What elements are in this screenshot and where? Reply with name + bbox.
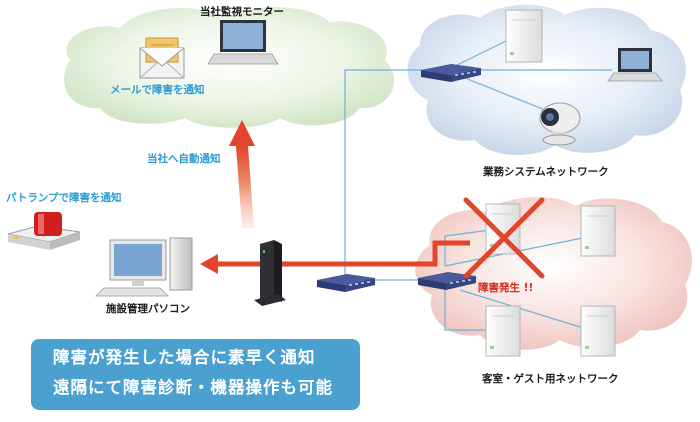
- business-access-point-icon: [505, 9, 543, 63]
- monitor-cloud: [64, 7, 395, 128]
- summary-callout-box: 障害が発生した場合に素早く通知 遠隔にて障害診断・機器操作も可能: [31, 339, 360, 410]
- business-network-cloud: [407, 4, 686, 156]
- up-arrow-head: [229, 120, 255, 146]
- failure-x-mark-icon: [463, 197, 545, 279]
- router-device-icon: [254, 240, 286, 306]
- network-camera-icon: [539, 102, 581, 146]
- core-switch-icon: [317, 274, 375, 292]
- callout-line-2: 遠隔にて障害診断・機器操作も可能: [53, 378, 333, 397]
- failure-label: 障害発生 !!: [478, 282, 534, 294]
- guest-switch-icon: [418, 272, 476, 290]
- guest-access-point-icon: [485, 305, 521, 357]
- guest-access-point-icon: [580, 305, 616, 357]
- left-arrow-head: [200, 254, 218, 274]
- alert-path-arrow: [214, 240, 470, 267]
- guest-network-label: 客室・ゲスト用ネットワーク: [482, 373, 619, 385]
- business-laptop-icon: [607, 48, 663, 82]
- mail-envelope-icon: [139, 37, 185, 79]
- patlamp-notify-label: パトランプで障害を通知: [6, 192, 122, 204]
- patlamp-icon: [7, 212, 81, 250]
- facility-pc-label: 施設管理パソコン: [106, 303, 190, 315]
- auto-notify-label: 当社へ自動通知: [147, 153, 221, 165]
- business-network-label: 業務システムネットワーク: [483, 166, 609, 178]
- guest-network-cloud: [415, 197, 692, 350]
- guest-access-point-icon: [580, 205, 616, 257]
- up-arrow-shaft: [236, 146, 254, 228]
- network-links: [344, 39, 613, 331]
- monitor-title-label: 当社監視モニター: [200, 6, 284, 18]
- callout-line-1: 障害が発生した場合に素早く通知: [53, 348, 316, 367]
- mail-notify-label: メールで障害を通知: [110, 84, 205, 96]
- facility-pc-icon: [95, 237, 193, 297]
- business-switch-icon: [421, 64, 481, 82]
- monitor-laptop-icon: [207, 20, 279, 65]
